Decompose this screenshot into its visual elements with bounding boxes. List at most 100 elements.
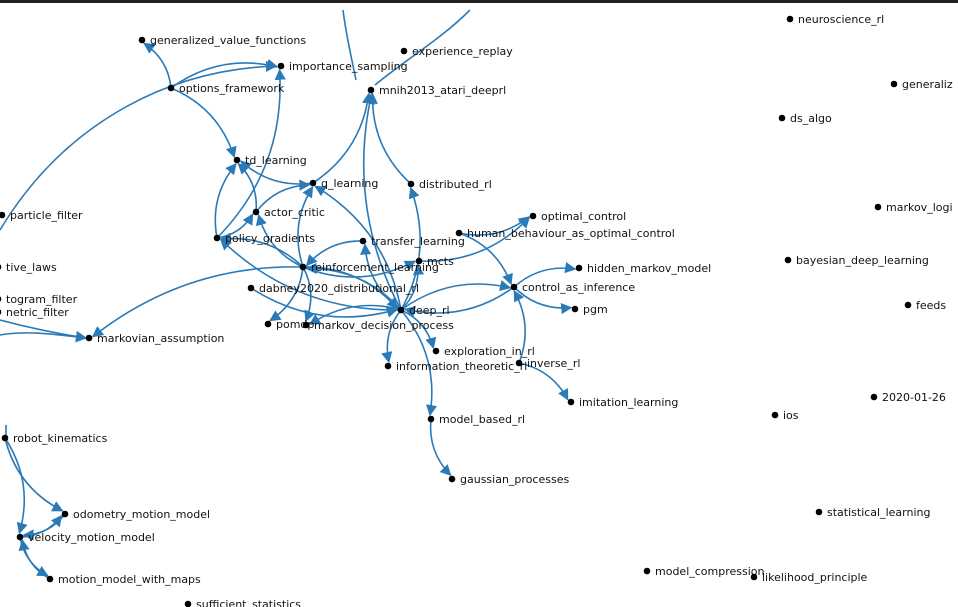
node-feeds[interactable]: feeds xyxy=(904,299,947,312)
node-mnih2013_atari_deeprl[interactable]: mnih2013_atari_deeprl xyxy=(367,84,506,97)
node-label[interactable]: distributed_rl xyxy=(419,178,492,191)
node-label[interactable]: 2020-01-26 xyxy=(882,391,946,404)
node-label[interactable]: netric_filter xyxy=(6,306,69,319)
node-label[interactable]: model_based_rl xyxy=(439,413,525,426)
node-dot[interactable] xyxy=(85,334,93,342)
node-sufficient_statistics[interactable]: sufficient_statistics xyxy=(184,598,302,607)
node-dot[interactable] xyxy=(233,156,241,164)
node-label[interactable]: information_theoretic_rl xyxy=(396,360,527,373)
node-dot[interactable] xyxy=(247,284,255,292)
node-dot[interactable] xyxy=(400,47,408,55)
node-togram_filter[interactable]: togram_filter xyxy=(0,293,78,306)
node-exploration_in_rl[interactable]: exploration_in_rl xyxy=(432,345,535,358)
node-label[interactable]: deep_rl xyxy=(409,304,450,317)
node-label[interactable]: generaliz xyxy=(902,78,953,91)
node-label[interactable]: sufficient_statistics xyxy=(196,598,301,607)
node-dot[interactable] xyxy=(264,320,272,328)
node-transfer_learning[interactable]: transfer_learning xyxy=(359,235,465,248)
node-policy_gradients[interactable]: policy_gradients xyxy=(213,232,316,245)
node-markov_decision_process[interactable]: markov_decision_process xyxy=(302,319,454,332)
node-dot[interactable] xyxy=(407,180,415,188)
node-generalized_value_functions[interactable]: generalized_value_functions xyxy=(138,34,307,47)
node-dot[interactable] xyxy=(397,306,405,314)
node-mcts[interactable]: mcts xyxy=(415,255,454,268)
node-dot[interactable] xyxy=(784,256,792,264)
node-dot[interactable] xyxy=(904,301,912,309)
node-dot[interactable] xyxy=(778,114,786,122)
node-dot[interactable] xyxy=(575,264,583,272)
node-label[interactable]: neuroscience_rl xyxy=(798,13,884,26)
node-dot[interactable] xyxy=(277,62,285,70)
node-label[interactable]: exploration_in_rl xyxy=(444,345,535,358)
nodes-layer[interactable]: neuroscience_rl generalized_value_functio… xyxy=(0,13,953,607)
node-dot[interactable] xyxy=(184,600,192,607)
node-gaussian_processes[interactable]: gaussian_processes xyxy=(448,473,570,486)
node-options_framework[interactable]: options_framework xyxy=(167,82,285,95)
node-markov_logi[interactable]: markov_logi xyxy=(874,201,953,214)
node-likelihood_principle[interactable]: likelihood_principle xyxy=(750,571,868,584)
node-label[interactable]: robot_kinematics xyxy=(13,432,108,445)
node-dot[interactable] xyxy=(0,309,2,316)
node-dot[interactable] xyxy=(359,237,367,245)
node-label[interactable]: odometry_motion_model xyxy=(73,508,210,521)
node-dot[interactable] xyxy=(510,283,518,291)
node-dot[interactable] xyxy=(874,203,882,211)
node-label[interactable]: velocity_motion_model xyxy=(28,531,155,544)
node-velocity_motion_model[interactable]: velocity_motion_model xyxy=(16,531,155,544)
node-odometry_motion_model[interactable]: odometry_motion_model xyxy=(61,508,210,521)
node-bayesian_deep_learning[interactable]: bayesian_deep_learning xyxy=(784,254,929,267)
node-tive_laws[interactable]: tive_laws xyxy=(0,261,57,274)
node-label[interactable]: q_learning xyxy=(321,177,378,190)
node-label[interactable]: model_compression xyxy=(655,565,765,578)
node-td_learning[interactable]: td_learning xyxy=(233,154,307,167)
node-dot[interactable] xyxy=(384,362,392,370)
node-dot[interactable] xyxy=(0,264,2,271)
node-importance_sampling[interactable]: importance_sampling xyxy=(277,60,408,73)
node-label[interactable]: actor_critic xyxy=(264,206,325,219)
node-distributed_rl[interactable]: distributed_rl xyxy=(407,178,492,191)
node-netric_filter[interactable]: netric_filter xyxy=(0,306,69,319)
node-imitation_learning[interactable]: imitation_learning xyxy=(567,396,679,409)
node-label[interactable]: reinforcement_learning xyxy=(311,261,439,274)
node-dot[interactable] xyxy=(870,393,878,401)
node-label[interactable]: pgm xyxy=(583,303,608,316)
node-label[interactable]: options_framework xyxy=(179,82,285,95)
node-model_compression[interactable]: model_compression xyxy=(643,565,765,578)
node-label[interactable]: togram_filter xyxy=(6,293,78,306)
node-label[interactable]: generalized_value_functions xyxy=(150,34,306,47)
node-particle_filter[interactable]: particle_filter xyxy=(0,209,83,222)
node-label[interactable]: bayesian_deep_learning xyxy=(796,254,929,267)
node-label[interactable]: importance_sampling xyxy=(289,60,408,73)
node-label[interactable]: ios xyxy=(783,409,799,422)
node-dot[interactable] xyxy=(1,434,9,442)
node-label[interactable]: inverse_rl xyxy=(527,357,580,370)
node-inverse_rl[interactable]: inverse_rl xyxy=(515,357,581,370)
node-deep_rl[interactable]: deep_rl xyxy=(397,304,450,317)
node-control_as_inference[interactable]: control_as_inference xyxy=(510,281,636,294)
node-information_theoretic_rl[interactable]: information_theoretic_rl xyxy=(384,360,528,373)
node-markovian_assumption[interactable]: markovian_assumption xyxy=(85,332,225,345)
node-dabney2020_distributional_rl[interactable]: dabney2020_distributional_rl xyxy=(247,282,419,295)
node-label[interactable]: likelihood_principle xyxy=(762,571,868,584)
node-pgm[interactable]: pgm xyxy=(571,303,608,316)
node-dot[interactable] xyxy=(167,84,175,92)
node-dot[interactable] xyxy=(0,296,2,303)
node-dot[interactable] xyxy=(302,321,310,329)
node-label[interactable]: tive_laws xyxy=(6,261,57,274)
node-optimal_control[interactable]: optimal_control xyxy=(529,210,627,223)
node-dot[interactable] xyxy=(571,305,579,313)
node-label[interactable]: hidden_markov_model xyxy=(587,262,711,275)
node-dot[interactable] xyxy=(786,15,794,23)
node-dot[interactable] xyxy=(61,510,69,518)
node-label[interactable]: human_behaviour_as_optimal_control xyxy=(467,227,675,240)
node-actor_critic[interactable]: actor_critic xyxy=(252,206,325,219)
node-dot[interactable] xyxy=(252,208,260,216)
node-experience_replay[interactable]: experience_replay xyxy=(400,45,514,58)
node-statistical_learning[interactable]: statistical_learning xyxy=(815,506,931,519)
node-label[interactable]: particle_filter xyxy=(10,209,83,222)
node-dot[interactable] xyxy=(46,575,54,583)
node-dot[interactable] xyxy=(771,411,779,419)
node-label[interactable]: motion_model_with_maps xyxy=(58,573,201,586)
node-robot_kinematics[interactable]: robot_kinematics xyxy=(1,432,108,445)
node-label[interactable]: markov_logi xyxy=(886,201,953,214)
